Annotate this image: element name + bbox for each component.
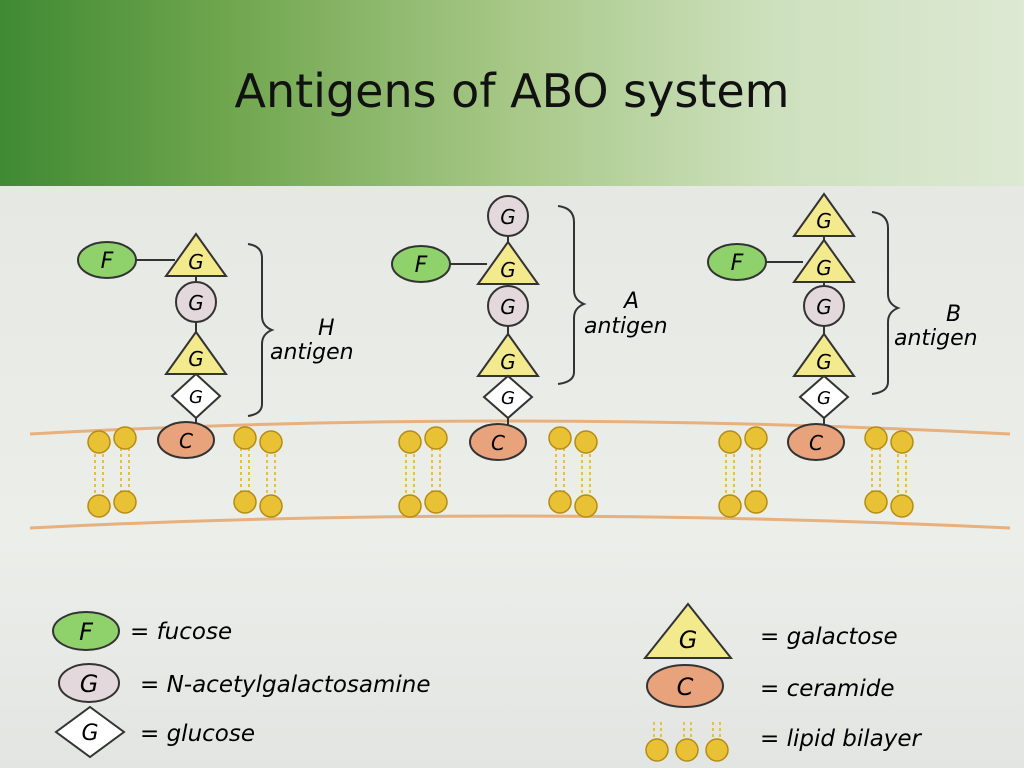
h-antigen-word: antigen	[270, 340, 354, 365]
nag-node: G	[803, 285, 845, 327]
b-antigen-bracket	[871, 211, 901, 395]
svg-text:G: G	[500, 350, 516, 374]
galactose-node: G	[792, 332, 856, 377]
galactose-node: G	[164, 232, 228, 277]
abo-antigen-diagram: F G G G G C H antig	[29, 192, 1011, 762]
svg-text:= N-acetylgalactosamine: = N-acetylgalactosamine	[140, 672, 431, 698]
fucose-node: F	[391, 245, 451, 283]
legend-glucose: G = glucose	[54, 705, 255, 759]
glucose-node: G	[170, 372, 222, 420]
glucose-node: G	[482, 374, 534, 420]
svg-text:G: G	[81, 721, 98, 746]
b-chain-lipid	[718, 426, 914, 518]
svg-text:F: F	[415, 253, 428, 278]
membrane-bottom-line	[29, 514, 1011, 530]
b-antigen-letter: B	[946, 302, 961, 327]
legend-fucose: F = fucose	[52, 611, 232, 651]
svg-text:G: G	[816, 256, 832, 280]
fucose-node: F	[707, 243, 767, 281]
h-antigen-bracket	[247, 243, 275, 417]
ceramide-node: C	[157, 421, 215, 459]
svg-text:G: G	[679, 626, 698, 654]
svg-text:= glucose: = glucose	[140, 721, 255, 747]
h-antigen-letter: H	[318, 316, 335, 341]
a-antigen-letter: A	[622, 289, 639, 314]
galactose-node: G	[476, 332, 540, 377]
fucose-node: F	[77, 241, 137, 279]
h-chain-lipid	[87, 426, 283, 518]
slide-title: Antigens of ABO system	[234, 64, 790, 118]
ceramide-node: C	[787, 423, 845, 461]
svg-text:= fucose: = fucose	[130, 619, 232, 645]
b-antigen-word: antigen	[894, 326, 978, 351]
h-antigen-chain: F G G G G C H antig	[77, 232, 354, 518]
legend: F = fucose G = N-acetylgalactosamine G =…	[52, 602, 922, 762]
legend-galactose: G = galactose	[642, 602, 898, 659]
svg-text:G: G	[501, 388, 515, 409]
svg-text:C: C	[809, 431, 823, 455]
svg-text:F: F	[101, 249, 114, 274]
nag-node: G	[487, 285, 529, 327]
svg-text:F: F	[79, 618, 94, 646]
svg-text:= galactose: = galactose	[760, 624, 898, 650]
svg-text:G: G	[816, 350, 832, 374]
svg-text:G: G	[188, 347, 204, 371]
a-chain-lipid	[398, 426, 598, 518]
a-antigen-chain: G F G G G G C	[391, 195, 668, 518]
svg-text:G: G	[188, 291, 204, 315]
svg-text:G: G	[816, 209, 832, 233]
svg-text:= ceramide: = ceramide	[760, 676, 894, 702]
galactose-node: G	[792, 238, 856, 283]
legend-ceramide: C = ceramide	[646, 664, 894, 708]
a-antigen-bracket	[557, 205, 587, 385]
svg-text:C: C	[677, 673, 694, 701]
a-antigen-word: antigen	[584, 314, 668, 339]
svg-text:F: F	[731, 251, 744, 276]
svg-text:C: C	[491, 431, 505, 455]
galactose-node: G	[164, 330, 228, 375]
glucose-node: G	[798, 374, 850, 420]
b-antigen-chain: G F G G G G C	[707, 192, 978, 518]
legend-nag: G = N-acetylgalactosamine	[58, 663, 431, 703]
galactose-node: G	[792, 192, 856, 237]
svg-text:G: G	[500, 258, 516, 282]
svg-text:G: G	[188, 250, 204, 274]
ceramide-node: C	[469, 423, 527, 461]
legend-lipid-bilayer: = lipid bilayer	[645, 722, 922, 762]
svg-text:G: G	[189, 387, 203, 408]
svg-text:G: G	[500, 295, 516, 319]
nag-node: G	[487, 195, 529, 237]
svg-text:G: G	[817, 388, 831, 409]
galactose-node: G	[476, 240, 540, 285]
nag-node: G	[175, 281, 217, 323]
svg-text:G: G	[500, 205, 516, 229]
svg-text:G: G	[816, 295, 832, 319]
svg-text:C: C	[179, 429, 193, 453]
svg-text:G: G	[80, 670, 99, 698]
title-banner: Antigens of ABO system	[0, 0, 1024, 186]
svg-text:= lipid bilayer: = lipid bilayer	[760, 726, 922, 752]
